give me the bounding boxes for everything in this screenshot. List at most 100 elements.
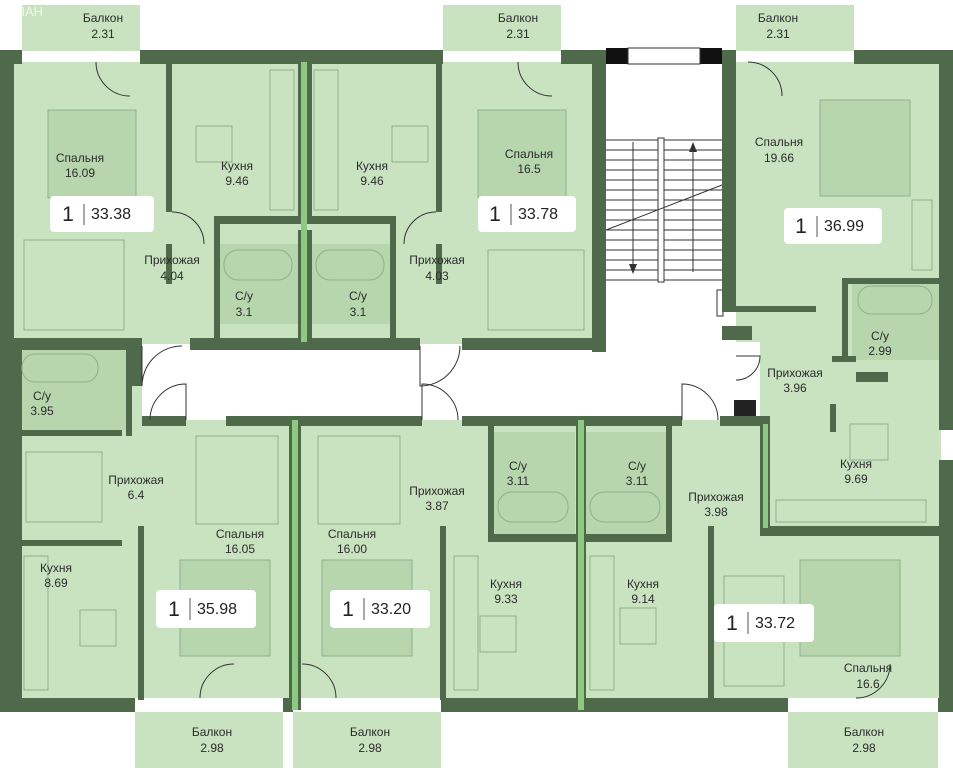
wall [0,698,135,712]
accent-strip [301,62,307,342]
room-name: Спальня [755,135,803,149]
wall [832,356,856,362]
bed [819,99,911,197]
bathtub [315,249,385,281]
room-name: С/у [235,289,253,303]
bathtub [21,353,99,383]
room-name: Прихожая [409,484,465,498]
wardrobe [317,435,401,525]
kitchen-table [79,609,117,647]
bath-zone [18,350,126,430]
room-name: Прихожая [767,366,823,380]
wall [708,526,714,706]
room-area: 16.09 [65,166,95,180]
bath-zone [585,432,667,534]
room-name: Кухня [490,577,522,591]
wall [722,50,736,64]
room-name: Балкон [844,725,884,739]
door-arc [735,355,761,381]
room-area: 9.33 [494,592,518,606]
bath-zone [310,244,390,324]
wall [140,50,443,64]
apartment-badge[interactable]: 1 35.98 [156,590,256,628]
badge-room-count: 1 [726,612,738,635]
stair-arrow-down-head [629,264,637,274]
badge-box [156,590,256,628]
room-area: 8.69 [44,576,68,590]
counter [775,499,927,523]
wall [722,326,752,340]
room-name: С/у [871,329,889,343]
room-name: Прихожая [144,253,200,267]
badge-box [330,590,430,628]
apartment-badge[interactable]: 1 33.78 [478,196,576,232]
shaft [734,400,756,418]
wall [856,372,888,382]
wall [436,62,442,212]
wall [214,220,220,340]
room-name: Спальня [56,151,104,165]
wet-zones [18,100,940,656]
kitchen-table [479,615,517,653]
wall [166,62,172,212]
room-name: Спальня [216,527,264,541]
wardrobe [23,239,125,331]
room-area: 3.87 [425,499,449,513]
room-area: 19.66 [764,151,794,165]
apartment-badge[interactable]: 1 33.38 [50,196,154,232]
room-name: Балкон [83,11,123,25]
room-area: 2.31 [91,27,115,41]
wall [12,430,122,436]
wardrobe [911,199,933,271]
room-area: 3.95 [30,404,54,418]
wall [561,50,606,64]
door-arc [95,61,131,97]
bed-zone [820,100,910,196]
room-area: 2.98 [200,741,224,755]
bed-zone [800,560,900,656]
apartment-badge[interactable]: 1 33.72 [714,604,814,642]
badge-room-count: 1 [489,203,501,226]
accent-strips [292,62,768,710]
wall [126,386,132,436]
door-arc [171,211,205,245]
wall [441,698,788,712]
room-area: 4.03 [425,269,449,283]
wardrobe [195,435,279,525]
bed-zone [478,110,566,198]
room-area: 3.11 [507,474,530,488]
door-arc [141,345,183,387]
badge-box [784,208,882,244]
wall [12,540,122,546]
room-labels: Балкон 2.31 Балкон 2.31 Балкон 2.31 Спал… [30,11,892,755]
wardrobe [25,451,103,523]
room-name: Балкон [192,725,232,739]
wall [854,50,953,64]
room-name: Прихожая [688,490,744,504]
wall [666,420,672,540]
door-arc [403,211,437,245]
room-area: 9.46 [360,174,384,188]
apartment-badge[interactable]: 1 36.99 [784,208,882,244]
bath-zone [220,244,300,324]
kitchen-table [195,125,233,163]
badge-area: 33.38 [91,206,131,223]
room-name: Балкон [758,11,798,25]
room-name: Прихожая [409,253,465,267]
kitchen-table [849,423,889,461]
door-arc [419,345,461,387]
room-area: 2.31 [506,27,530,41]
badge-box [50,196,154,232]
wall [720,416,770,426]
bed-zone [48,110,136,198]
badge-area: 35.98 [197,601,237,618]
wall [736,306,816,312]
wall [166,244,172,284]
apartment-badge[interactable]: 1 33.20 [330,590,430,628]
badge-room-count: 1 [795,215,807,238]
room-name: Спальня [328,527,376,541]
bathtub [497,491,569,523]
room-area: 6.4 [128,488,145,502]
room-area: 3.1 [236,305,253,319]
room-area: 16.05 [225,542,255,556]
